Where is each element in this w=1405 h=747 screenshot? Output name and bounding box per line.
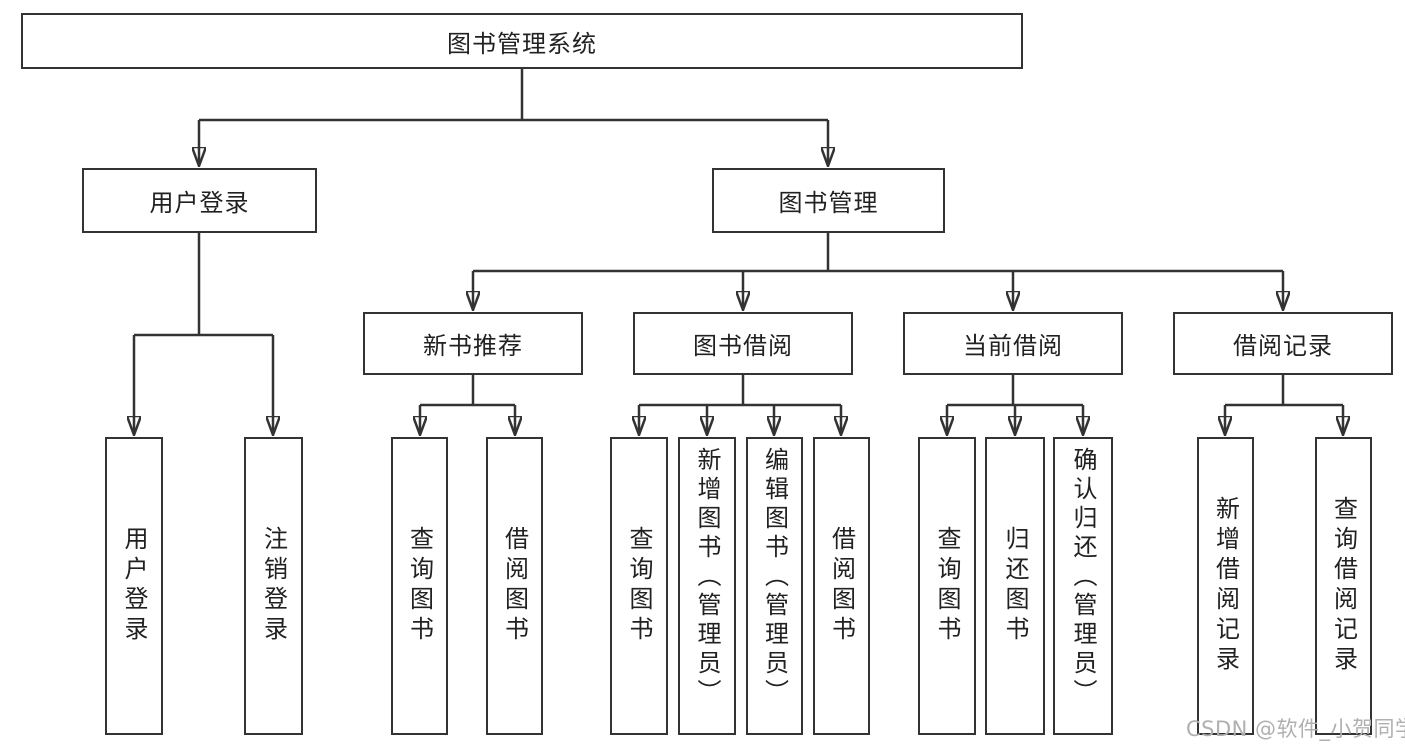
node-label: 用户登录 bbox=[149, 189, 250, 217]
node-label: 图书管理系统 bbox=[447, 29, 597, 58]
connector-user-login-branch bbox=[134, 232, 273, 435]
node-label: 查询图书 bbox=[933, 526, 961, 646]
csdn-watermark: CSDN @软件_小贺同学 bbox=[1186, 717, 1405, 741]
node-new-book-recommendation: 新书推荐 bbox=[363, 312, 583, 375]
node-label: 编辑图书（管理员） bbox=[760, 447, 789, 708]
node-label: 当前借阅 bbox=[963, 332, 1063, 360]
node-borrow-books-borrow: 借阅图书 bbox=[813, 437, 870, 735]
connector-new-book-recommendation-branch bbox=[420, 374, 515, 435]
node-book-borrowing: 图书借阅 bbox=[633, 312, 853, 375]
node-borrowing-records: 借阅记录 bbox=[1173, 312, 1393, 375]
node-label: 查询借阅记录 bbox=[1329, 496, 1358, 676]
node-borrow-books-recommend: 借阅图书 bbox=[486, 437, 543, 735]
node-current-borrowing: 当前借阅 bbox=[903, 312, 1123, 375]
node-label: 查询图书 bbox=[405, 526, 434, 646]
node-query-books-recommend: 查询图书 bbox=[391, 437, 448, 735]
node-label: 图书管理 bbox=[778, 189, 879, 217]
node-user-login-action: 用户登录 bbox=[105, 437, 163, 735]
node-label: 归还图书 bbox=[1001, 526, 1029, 646]
node-label: 新增图书（管理员） bbox=[693, 447, 721, 708]
node-label: 借阅图书 bbox=[500, 526, 529, 646]
node-label: 图书借阅 bbox=[693, 332, 793, 360]
node-label: 确认归还（管理员） bbox=[1069, 447, 1097, 708]
connector-book-management-branch bbox=[473, 232, 1283, 310]
node-library-management-system: 图书管理系统 bbox=[21, 13, 1023, 69]
node-label: 新书推荐 bbox=[423, 332, 523, 360]
node-return-books: 归还图书 bbox=[985, 437, 1045, 735]
node-query-books-borrow: 查询图书 bbox=[610, 437, 668, 735]
node-label: 借阅图书 bbox=[827, 526, 856, 646]
node-query-borrowing-record: 查询借阅记录 bbox=[1315, 437, 1372, 735]
connector-root-branch bbox=[199, 67, 828, 166]
node-label: 新增借阅记录 bbox=[1211, 496, 1240, 676]
node-user-login: 用户登录 bbox=[82, 168, 317, 233]
node-label: 查询图书 bbox=[625, 526, 653, 646]
node-edit-books-admin: 编辑图书（管理员） bbox=[746, 437, 803, 735]
node-confirm-return-admin: 确认归还（管理员） bbox=[1053, 437, 1113, 735]
node-add-borrowing-record: 新增借阅记录 bbox=[1197, 437, 1254, 735]
node-add-books-admin: 新增图书（管理员） bbox=[678, 437, 736, 735]
node-label: 用户登录 bbox=[120, 526, 148, 646]
connector-borrowing-records-branch bbox=[1225, 374, 1343, 435]
node-logout-action: 注销登录 bbox=[244, 437, 303, 735]
connector-book-borrowing-branch bbox=[639, 374, 841, 435]
node-label: 注销登录 bbox=[259, 526, 288, 646]
connector-current-borrowing-branch bbox=[947, 374, 1083, 435]
node-book-management: 图书管理 bbox=[712, 168, 945, 233]
node-query-books-current: 查询图书 bbox=[918, 437, 976, 735]
node-label: 借阅记录 bbox=[1233, 332, 1333, 360]
